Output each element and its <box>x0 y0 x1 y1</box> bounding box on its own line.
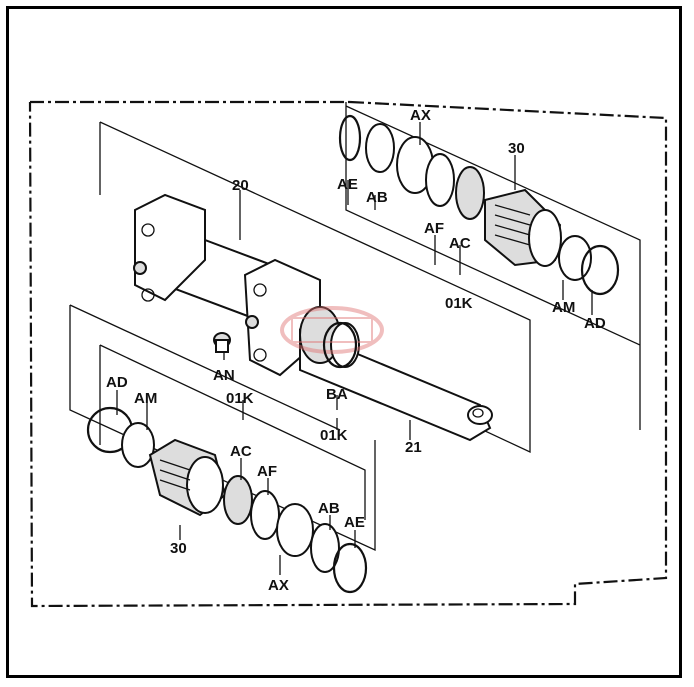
label-ae-top: AE <box>337 176 358 193</box>
leader-lines <box>116 122 593 575</box>
seal-am-upper <box>558 235 592 281</box>
label-01k-ba: 01K <box>320 427 348 444</box>
gland-30-upper <box>484 188 562 267</box>
label-ae-bottom: AE <box>344 514 365 531</box>
label-20: 20 <box>232 177 249 194</box>
label-ax-top: AX <box>410 107 431 124</box>
gland-30-lower <box>148 438 227 517</box>
label-af-top: AF <box>424 220 444 237</box>
label-01k-mid: 01K <box>226 390 254 407</box>
label-am-top: AM <box>552 299 575 316</box>
seal-ad-upper <box>580 244 620 296</box>
label-ad-top: AD <box>584 315 606 332</box>
label-ba: BA <box>326 386 348 403</box>
seal-ac-upper <box>455 166 485 220</box>
seal-ac-lower <box>223 475 253 525</box>
seal-ax-lower <box>276 503 314 557</box>
label-ab-bottom: AB <box>318 500 340 517</box>
grease-nipple-icon <box>133 261 147 275</box>
fitting-an <box>213 332 231 353</box>
label-am-bottom: AM <box>134 390 157 407</box>
seal-ab-lower <box>310 523 340 573</box>
seal-ba <box>322 321 358 369</box>
piston-rod <box>299 306 493 442</box>
seal-ae-upper <box>338 114 362 162</box>
seal-af-upper <box>425 153 455 207</box>
label-af-bottom: AF <box>257 463 277 480</box>
label-30-bottom: 30 <box>170 540 187 557</box>
label-ax-bottom: AX <box>268 577 289 594</box>
label-01k-top: 01K <box>445 295 473 312</box>
seal-am-lower <box>121 422 155 468</box>
label-ab-top: AB <box>366 189 388 206</box>
label-ac-top: AC <box>449 235 471 252</box>
label-ac-bottom: AC <box>230 443 252 460</box>
label-ad-bottom: AD <box>106 374 128 391</box>
label-21: 21 <box>405 439 422 456</box>
inner-lower-bracket <box>99 344 366 520</box>
label-30-top: 30 <box>508 140 525 157</box>
upper-kit-bracket <box>345 102 641 430</box>
assembly-boundary <box>28 100 668 608</box>
label-an: AN <box>213 367 235 384</box>
watermark-logo <box>280 306 384 354</box>
seal-ae-lower <box>332 542 368 594</box>
seal-af-lower <box>250 490 280 540</box>
seal-ab-upper <box>365 123 395 173</box>
